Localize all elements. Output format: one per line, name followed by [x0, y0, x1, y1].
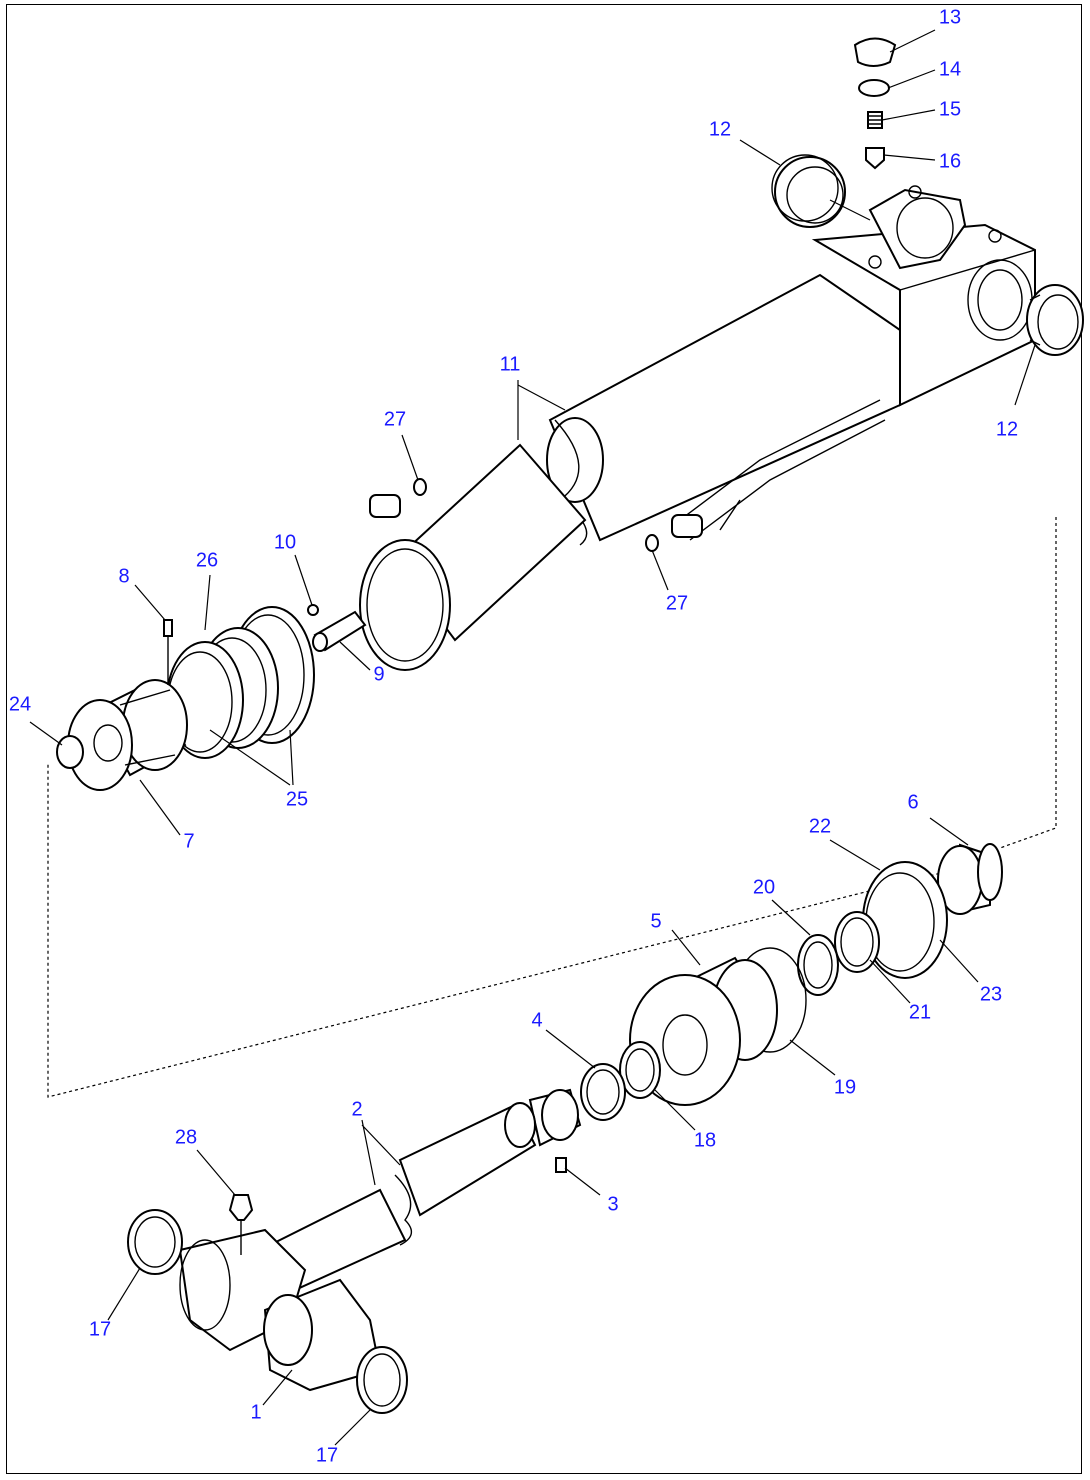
callout-14: 14 [939, 58, 961, 80]
piston-7 [67, 679, 188, 791]
callout-28: 28 [175, 1126, 197, 1148]
piston-rod-2 [258, 1088, 582, 1292]
callout-13: 13 [939, 6, 961, 28]
callout-1: 1 [250, 1401, 261, 1423]
callout-27-lower: 27 [666, 592, 688, 614]
nut-3 [555, 1157, 567, 1173]
assembly-guide-line [47, 517, 1057, 1098]
callout-17-left: 17 [89, 1318, 111, 1340]
cap-13 [853, 37, 897, 67]
callout-10: 10 [274, 531, 296, 553]
setscrew-8 [163, 619, 173, 685]
o-ring-27-lower [645, 534, 659, 552]
callout-5: 5 [650, 910, 661, 932]
fitting-16 [865, 147, 885, 170]
callout-20: 20 [753, 876, 775, 898]
callout-17-right: 17 [316, 1444, 338, 1466]
bushing-12-top [771, 154, 846, 228]
seal-17-left [127, 1209, 183, 1275]
callout-27-upper: 27 [384, 408, 406, 430]
callout-15: 15 [939, 98, 961, 120]
ring-20 [797, 934, 839, 996]
callout-9: 9 [373, 663, 384, 685]
callout-21: 21 [909, 1001, 931, 1023]
callout-12-top: 12 [709, 118, 731, 140]
callout-24: 24 [9, 693, 31, 715]
rod-eye-1 [178, 1228, 382, 1392]
bushing-12-side [1026, 284, 1084, 356]
ring-18 [619, 1041, 661, 1099]
callout-26: 26 [196, 549, 218, 571]
callout-12-side: 12 [996, 418, 1018, 440]
o-ring-27-upper [413, 478, 427, 496]
snap-ring-21 [834, 911, 880, 973]
cylinder-tube [359, 185, 1036, 671]
pin-9 [312, 610, 367, 652]
callout-2: 2 [351, 1098, 362, 1120]
callout-25: 25 [286, 788, 308, 810]
callout-8: 8 [118, 565, 129, 587]
callout-23: 23 [980, 983, 1002, 1005]
dust-seal-22-23 [862, 861, 948, 979]
grease-fitting-28 [228, 1194, 254, 1255]
spring-15 [867, 111, 883, 129]
callout-3: 3 [607, 1193, 618, 1215]
seal-17-right [356, 1346, 408, 1414]
ring-4 [580, 1063, 626, 1121]
ball-10 [307, 604, 319, 616]
washer-14 [858, 79, 890, 97]
callout-19: 19 [834, 1076, 856, 1098]
callout-11: 11 [500, 353, 521, 375]
bushing-6 [937, 843, 1003, 915]
callout-7: 7 [183, 830, 194, 852]
callout-16: 16 [939, 150, 961, 172]
callouts: 13 14 15 16 12 12 11 27 27 10 9 8 26 24 … [9, 6, 1018, 1466]
callout-4: 4 [531, 1009, 542, 1031]
ring-24 [56, 735, 84, 769]
leader-lines [29, 29, 1036, 1446]
callout-6: 6 [907, 791, 918, 813]
callout-22: 22 [809, 815, 831, 837]
callout-18: 18 [694, 1129, 716, 1151]
